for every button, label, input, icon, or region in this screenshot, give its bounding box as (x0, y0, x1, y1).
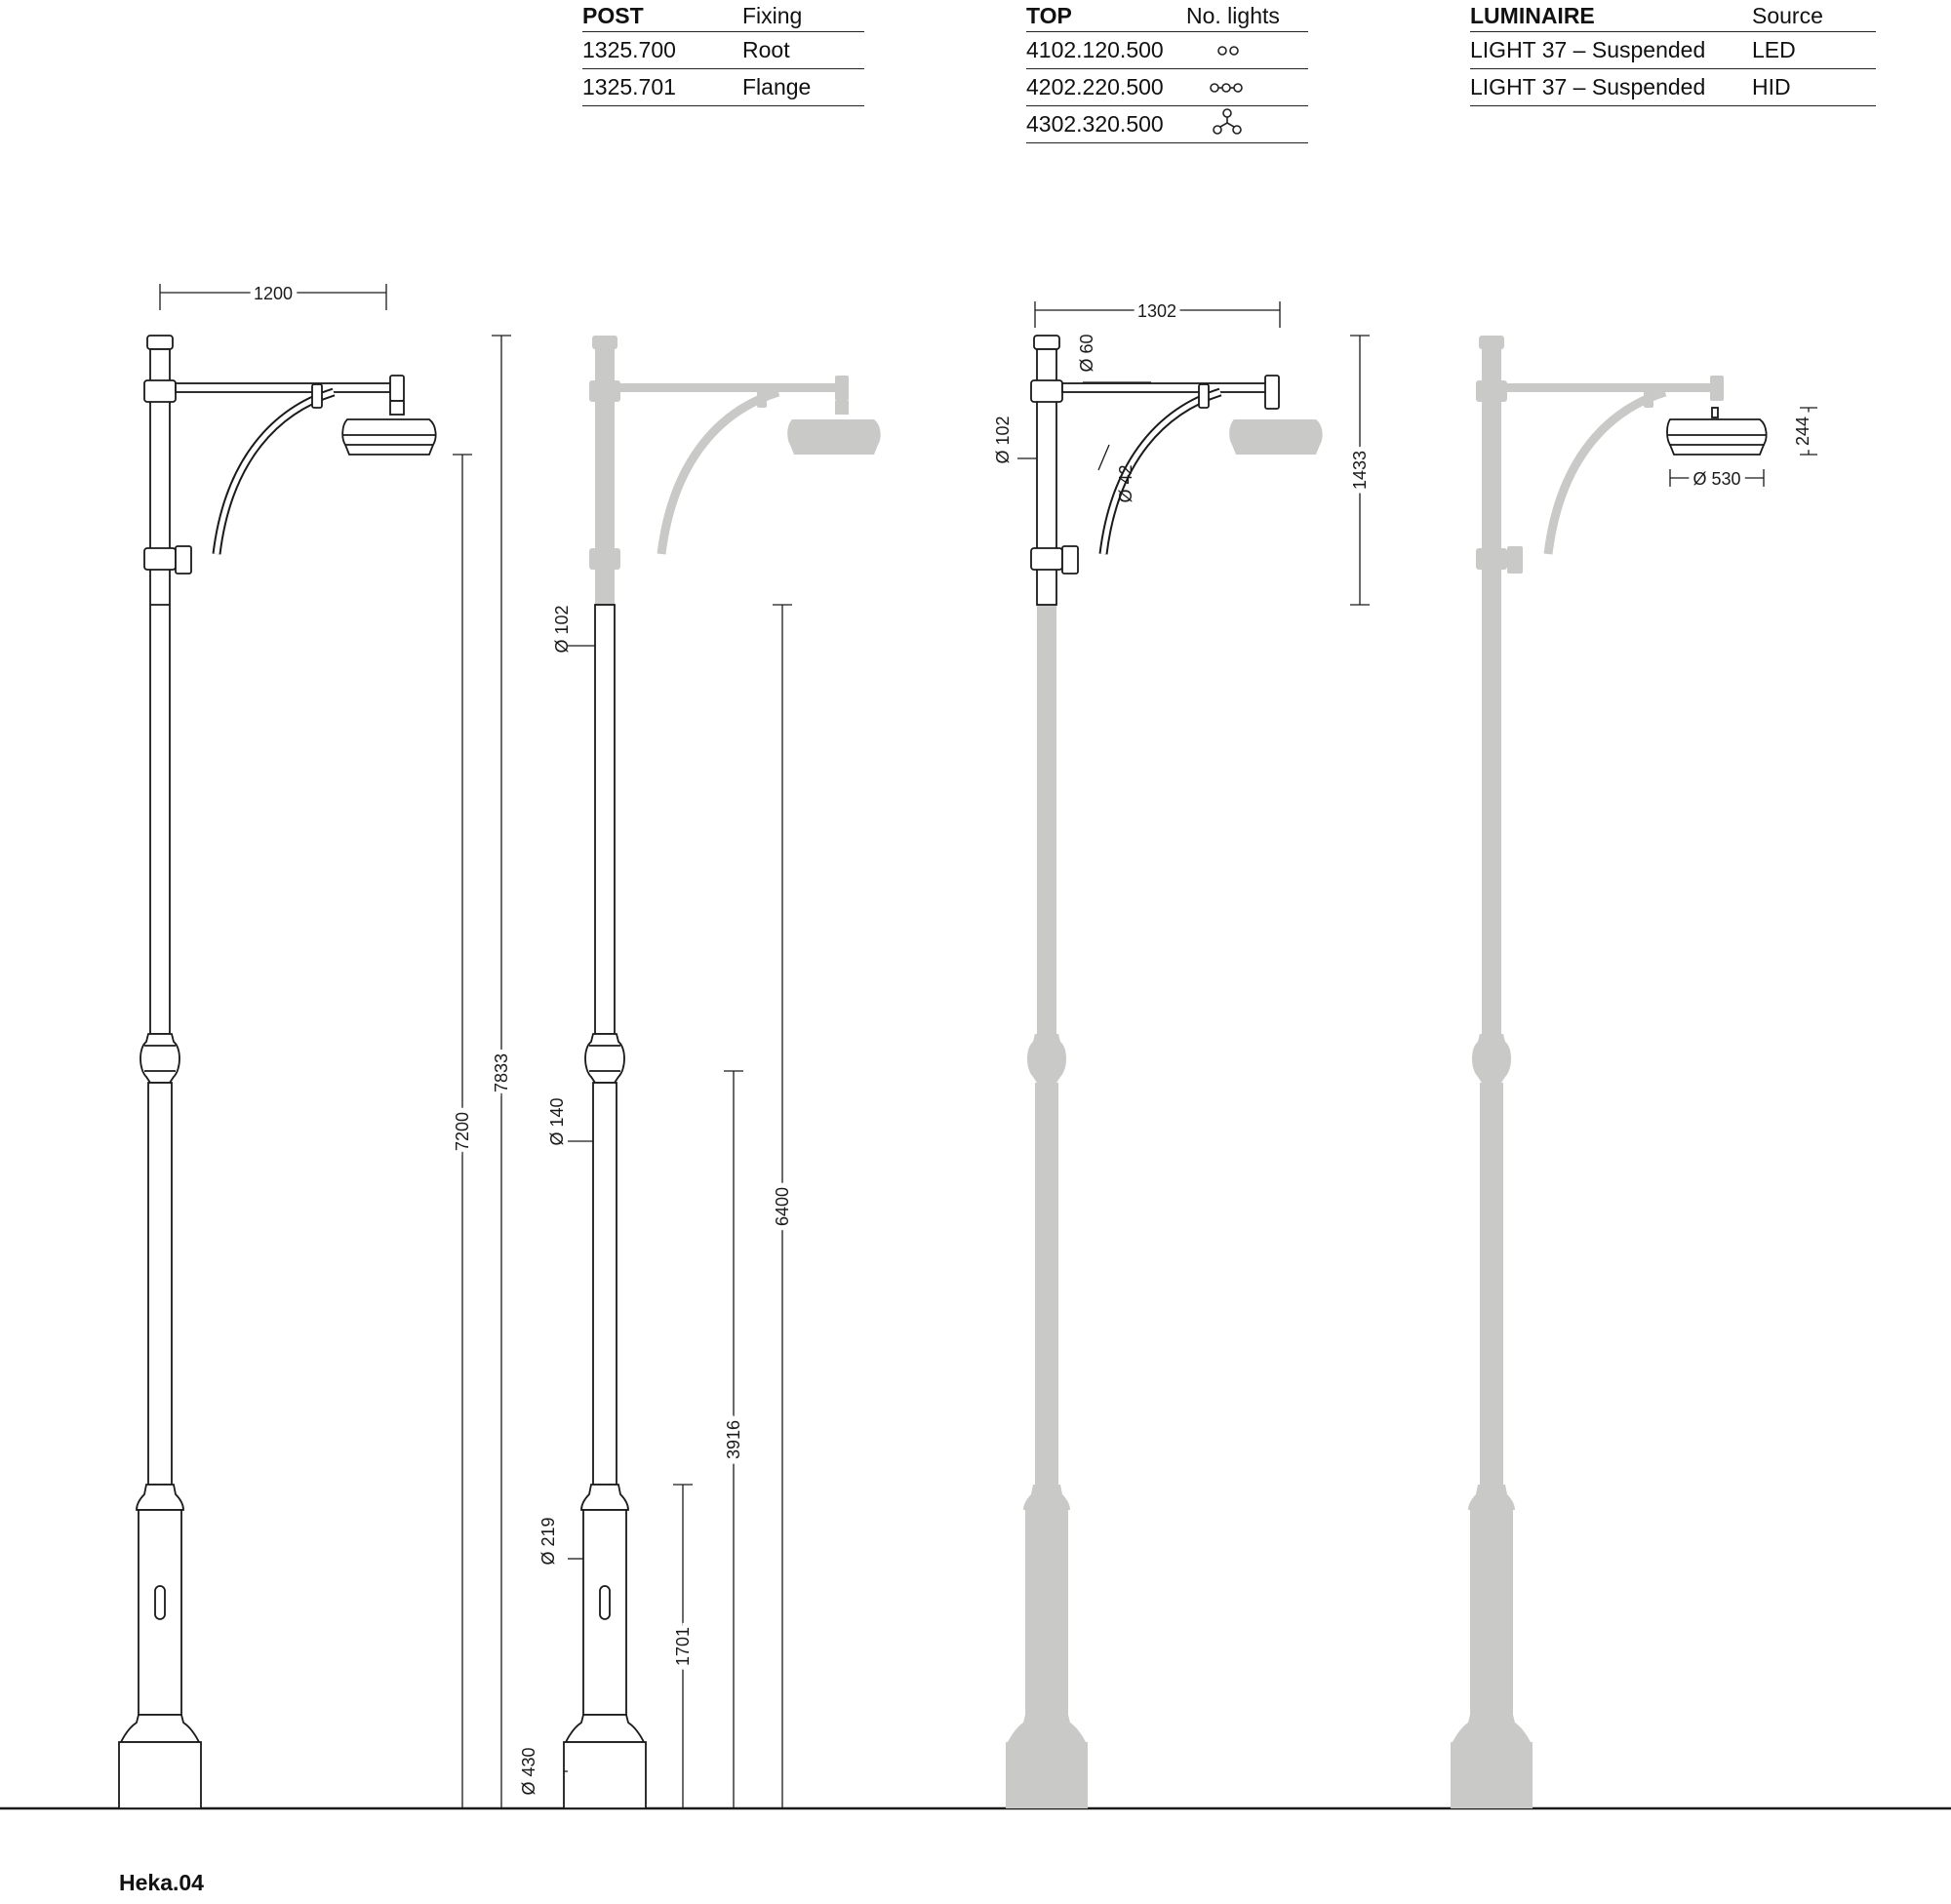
three-lights-inline-icon (1210, 83, 1243, 93)
luminaire-name: LIGHT 37 – Suspended (1470, 68, 1752, 106)
no-lights-header: No. lights (1186, 0, 1308, 32)
dim-height-to-luminaire: 7200 (453, 1112, 472, 1151)
post-spec-table: POST Fixing 1325.700 Root 1325.701 Flang… (582, 0, 864, 106)
luminaire-header: LUMINAIRE (1470, 0, 1752, 32)
dim-base-height: 1701 (673, 1627, 693, 1666)
table-row: LIGHT 37 – Suspended HID (1470, 68, 1876, 106)
top-code: 4102.120.500 (1026, 31, 1186, 69)
dim-arm-reach: 1200 (254, 284, 293, 303)
dim-foot-diameter: Ø 430 (519, 1747, 538, 1795)
top-spec-table: TOP No. lights 4102.120.500 4202.220.500 (1026, 0, 1308, 143)
lamp-post-base-view (563, 336, 881, 1809)
luminaire-name: LIGHT 37 – Suspended (1470, 31, 1752, 69)
post-code: 1325.701 (582, 68, 742, 106)
dim-top-reach: 1302 (1137, 301, 1176, 321)
dim-top-cap-diameter: Ø 60 (1077, 334, 1096, 372)
dim-arm-diameter: Ø 42 (1116, 464, 1135, 502)
fixing-header: Fixing (742, 0, 864, 32)
footer-product-name: Heka.04 (119, 1870, 204, 1895)
dim-post-height: 6400 (773, 1187, 792, 1226)
dim-mid-diameter: Ø 140 (547, 1097, 567, 1145)
table-row: 4102.120.500 (1026, 31, 1308, 69)
top-code: 4302.320.500 (1026, 105, 1186, 143)
top-code: 4202.220.500 (1026, 68, 1186, 106)
luminaire-source: HID (1752, 68, 1876, 106)
post-code: 1325.700 (582, 31, 742, 69)
three-lights-triangle-icon (1213, 107, 1242, 135)
dimension-lines (159, 284, 1817, 1808)
table-row: 1325.701 Flange (582, 68, 864, 106)
post-fixing: Root (742, 31, 864, 69)
dim-shaft-diameter: Ø 102 (552, 605, 572, 653)
post-header: POST (582, 0, 742, 32)
post-fixing: Flange (742, 68, 864, 106)
lamp-post-top-view (1006, 335, 1323, 1808)
lamp-post-luminaire-view (1451, 336, 1768, 1808)
table-row: LIGHT 37 – Suspended LED (1470, 31, 1876, 69)
luminaire-spec-table: LUMINAIRE Source LIGHT 37 – Suspended LE… (1470, 0, 1876, 106)
table-row: 1325.700 Root (582, 31, 864, 69)
dim-top-height: 1433 (1350, 451, 1370, 490)
lamp-post-full (118, 335, 437, 1809)
dim-lum-diameter: Ø 530 (1692, 469, 1740, 489)
two-lights-icon (1217, 46, 1239, 56)
luminaire-source: LED (1752, 31, 1876, 69)
dim-top-post-diameter: Ø 102 (993, 416, 1013, 463)
source-header: Source (1752, 0, 1876, 32)
dim-mid-height: 3916 (724, 1420, 743, 1459)
table-row: 4302.320.500 (1026, 105, 1308, 143)
dim-total-height: 7833 (492, 1053, 511, 1092)
table-row: 4202.220.500 (1026, 68, 1308, 106)
top-header: TOP (1026, 0, 1186, 32)
dim-lum-height: 244 (1793, 416, 1812, 446)
dim-base-diameter: Ø 219 (538, 1517, 558, 1565)
